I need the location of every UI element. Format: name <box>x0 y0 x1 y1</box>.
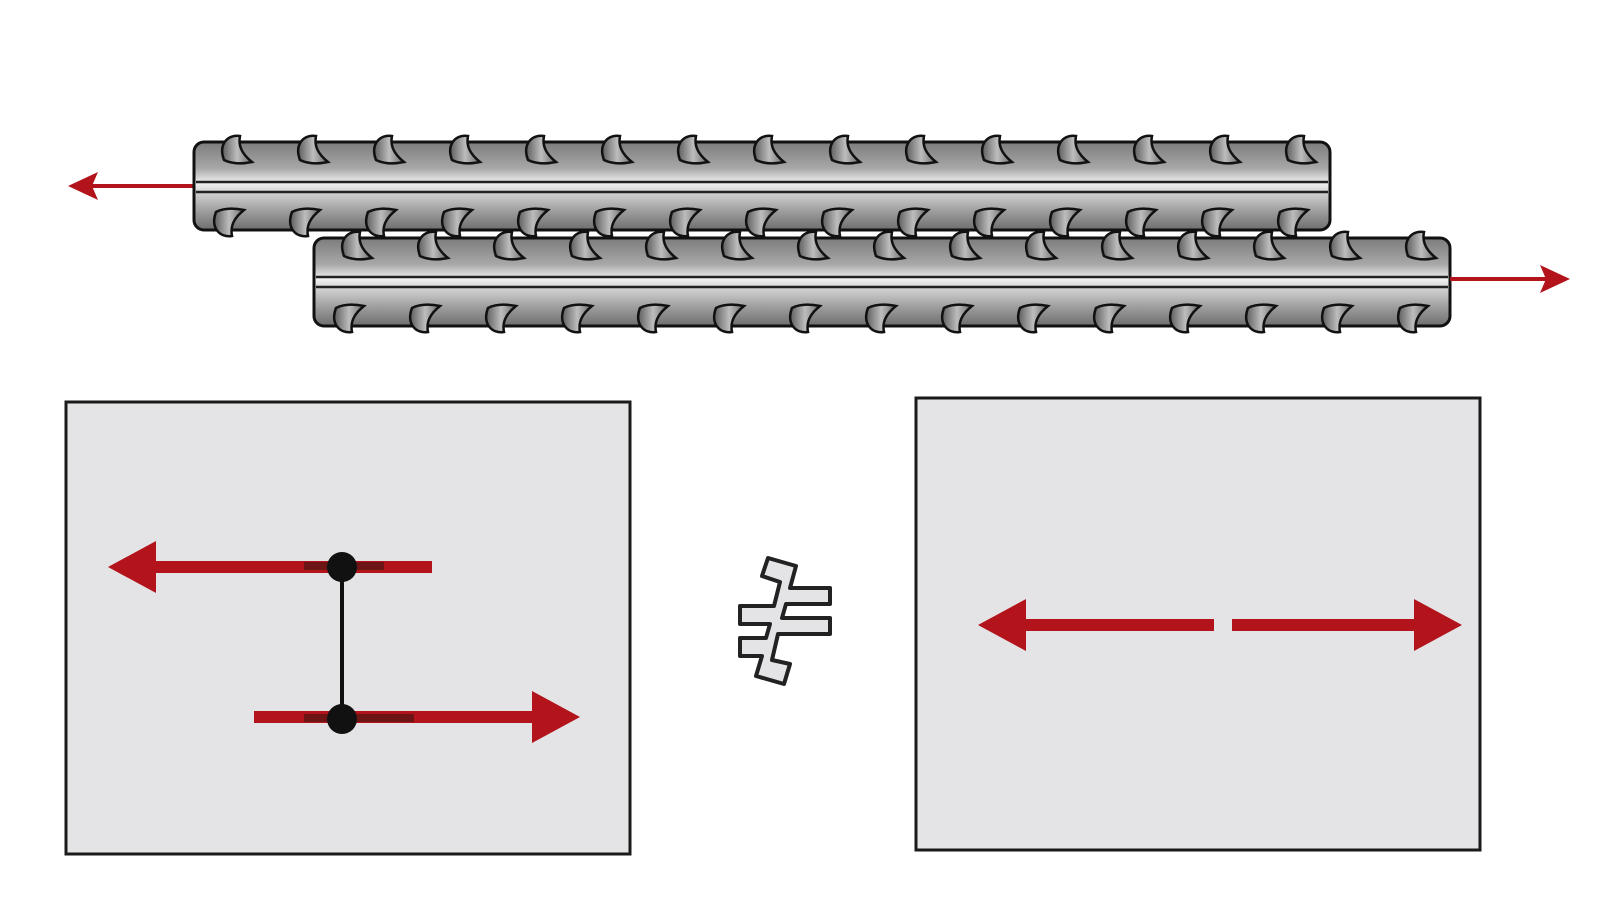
rebar-rib <box>409 303 443 334</box>
upper-force-arrow <box>68 172 198 200</box>
rebar-rib <box>973 207 1007 238</box>
rebar-rib <box>941 303 975 334</box>
rebar-rib <box>289 207 323 238</box>
lower-rebar <box>312 230 1452 334</box>
rebar-rib <box>417 230 451 261</box>
lap-splice-model-panel <box>64 400 632 856</box>
upper-bar-line <box>150 561 432 573</box>
rebar-rib <box>821 207 855 238</box>
rebar-rib <box>441 207 475 238</box>
rebar-rib <box>1321 303 1355 334</box>
rebar-rib <box>1405 230 1439 261</box>
arrow-left-icon <box>978 599 1026 651</box>
rebar-rib <box>1253 230 1287 261</box>
rebar-rib <box>789 303 823 334</box>
rebar-rib <box>561 303 595 334</box>
rebar-rib <box>1201 207 1235 238</box>
rebar-rib <box>1125 207 1159 238</box>
rebar-rib <box>897 207 931 238</box>
rebar-rib <box>797 230 831 261</box>
bond-node-lower <box>327 704 357 734</box>
lower-rebar-top-ribs <box>341 230 1439 261</box>
rebar-rib <box>1101 230 1135 261</box>
arrow-right-icon <box>1414 599 1462 651</box>
rebar-rib <box>297 134 331 165</box>
rebar-rib <box>1169 303 1203 334</box>
rebar-rib <box>1177 230 1211 261</box>
rebar-rib <box>865 303 899 334</box>
upper-rebar-top-ribs <box>221 134 1319 165</box>
lower-force-arrow <box>1450 265 1570 293</box>
rebar-rib <box>1049 207 1083 238</box>
rebar-rib <box>593 207 627 238</box>
right-bar-line <box>1232 619 1424 631</box>
rebar-rib <box>745 207 779 238</box>
upper-rebar-bottom-ribs <box>213 207 1311 238</box>
rebar-rib <box>645 230 679 261</box>
continuous-bar-model-panel <box>914 396 1482 852</box>
rebar-rib <box>1017 303 1051 334</box>
rebar-rib <box>485 303 519 334</box>
upper-rebar <box>192 134 1332 238</box>
rebar-rib <box>341 230 375 261</box>
rebar-rib <box>213 207 247 238</box>
rebar-rib <box>637 303 671 334</box>
left-bar-line <box>1020 619 1214 631</box>
rebar-rib <box>1397 303 1431 334</box>
rebar-rib <box>829 134 863 165</box>
arrow-left-icon <box>68 172 98 200</box>
rebar-rib <box>1285 134 1319 165</box>
rebar-rib <box>373 134 407 165</box>
rebar-rib <box>1329 230 1363 261</box>
rebar-rib <box>873 230 907 261</box>
rebar-rib <box>713 303 747 334</box>
rebar-rib <box>333 303 367 334</box>
rebar-rib <box>753 134 787 165</box>
rebar-rib <box>1057 134 1091 165</box>
not-equal-icon <box>738 556 832 686</box>
arrow-right-icon <box>532 691 580 743</box>
rebar-rib <box>493 230 527 261</box>
arrow-left-icon <box>108 541 156 593</box>
rebar-rib <box>449 134 483 165</box>
rebar-rib <box>1245 303 1279 334</box>
rebar-rib <box>1093 303 1127 334</box>
rebar-rib <box>669 207 703 238</box>
rebar-rib <box>1209 134 1243 165</box>
rebar-rib <box>221 134 255 165</box>
rebar-rib <box>569 230 603 261</box>
rebar-rib <box>525 134 559 165</box>
rebar-rib <box>721 230 755 261</box>
rebar-rib <box>1133 134 1167 165</box>
lower-rebar-bottom-ribs <box>333 303 1431 334</box>
arrow-right-icon <box>1540 265 1570 293</box>
rebar-rib <box>905 134 939 165</box>
bond-node-upper <box>327 552 357 582</box>
rebar-rib <box>1025 230 1059 261</box>
rebar-rib <box>1277 207 1311 238</box>
rebar-rib <box>601 134 635 165</box>
rebar-rib <box>981 134 1015 165</box>
rebar-rib <box>517 207 551 238</box>
rebar-rib <box>949 230 983 261</box>
rebar-rib <box>365 207 399 238</box>
rebar-rib <box>677 134 711 165</box>
